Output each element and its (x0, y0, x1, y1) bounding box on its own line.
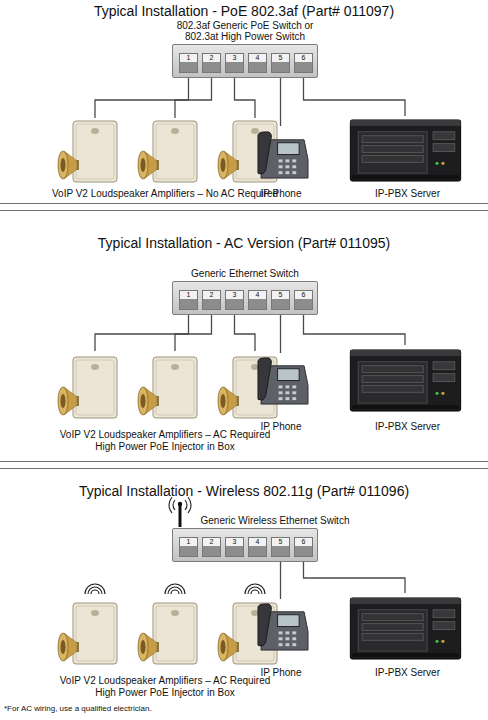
port-number: 3 (226, 538, 243, 546)
port-number: 5 (272, 54, 289, 62)
switch-label: Generic Wireless Ethernet Switch (201, 515, 350, 526)
ip-phone: IP Phone (252, 126, 310, 200)
port-number: 3 (226, 291, 243, 299)
installation-panel: Typical Installation - Wireless 802.11g … (0, 468, 488, 700)
port-number: 6 (295, 538, 312, 546)
network-cable (304, 73, 406, 116)
ip-pbx-server: IP-PBX Server (345, 345, 470, 433)
device-label: IP Phone (261, 421, 302, 433)
amplifier-picture (58, 357, 117, 418)
switch-port: 3 (225, 537, 244, 557)
ip-pbx-server: IP-PBX Server (345, 116, 470, 200)
switch-port: 2 (202, 537, 221, 557)
phone-picture (258, 604, 308, 650)
network-cable (280, 73, 281, 126)
footnote: *For AC wiring, use a qualified electric… (4, 704, 152, 714)
port-number: 5 (272, 538, 289, 546)
panel-heading: Typical Installation - AC Version (Part#… (0, 235, 488, 252)
port-number: 3 (226, 54, 243, 62)
network-cable (304, 557, 406, 593)
port-number: 2 (203, 291, 220, 299)
port-number: 2 (203, 54, 220, 62)
switch-port: 3 (225, 53, 244, 73)
amplifier-picture (138, 603, 197, 664)
port-number: 6 (295, 54, 312, 62)
port-number: 4 (249, 291, 266, 299)
amplifier-caption: VoIP V2 Loudspeaker Amplifiers – AC Requ… (53, 675, 278, 699)
network-cable (175, 310, 212, 351)
phone-picture (258, 132, 308, 178)
switch-antenna (169, 497, 191, 527)
network-cable (175, 73, 212, 118)
device-label: IP-PBX Server (375, 188, 440, 200)
switch-port: 6 (294, 290, 313, 310)
network-switch: Generic Ethernet Switch123456 (172, 281, 318, 315)
ip-pbx-server: IP-PBX Server (345, 593, 470, 679)
switch-port: 4 (248, 537, 267, 557)
network-cable (235, 73, 256, 118)
network-cable (304, 310, 406, 345)
device-label: IP Phone (261, 188, 302, 200)
server-picture (350, 350, 460, 411)
port-number: 6 (295, 291, 312, 299)
switch-port: 6 (294, 53, 313, 73)
port-number: 4 (249, 538, 266, 546)
switch-port: 1 (179, 53, 198, 73)
amplifier-picture (138, 121, 197, 182)
port-number: 5 (272, 291, 289, 299)
amplifier-group: VoIP V2 Loudspeaker Amplifiers – AC Requ… (35, 351, 295, 453)
switch-label: Generic Ethernet Switch (191, 268, 299, 279)
amplifier-caption: VoIP V2 Loudspeaker Amplifiers – AC Requ… (53, 429, 278, 453)
network-cable (280, 557, 281, 599)
label-holder: *For AC wiring, use a qualified electric… (4, 704, 152, 714)
phone-picture (258, 358, 308, 404)
wifi-symbol (85, 584, 105, 594)
network-switch: 802.3af Generic PoE Switch or 802.3at Hi… (172, 44, 318, 78)
ip-phone: IP Phone (252, 599, 310, 679)
port-number: 2 (203, 538, 220, 546)
switch-port: 2 (202, 290, 221, 310)
switch-label: 802.3af Generic PoE Switch or 802.3at Hi… (165, 20, 325, 42)
switch-port: 5 (271, 290, 290, 310)
port-number: 1 (180, 291, 197, 299)
installation-panel: Typical Installation - PoE 802.3af (Part… (0, 0, 488, 204)
server-picture (350, 120, 460, 181)
wifi-symbol (165, 584, 185, 594)
amplifier-group: VoIP V2 Loudspeaker Amplifiers – No AC R… (35, 118, 295, 200)
switch-port: 5 (271, 53, 290, 73)
amplifier-picture (138, 357, 197, 418)
switch-port: 2 (202, 53, 221, 73)
network-cable (280, 310, 281, 353)
network-cable (235, 310, 256, 351)
amplifier-group: VoIP V2 Loudspeaker Amplifiers – AC Requ… (35, 599, 295, 699)
amplifier-picture (58, 121, 117, 182)
switch-port: 3 (225, 290, 244, 310)
switch-port: 6 (294, 537, 313, 557)
amplifier-picture (58, 603, 117, 664)
switch-port: 1 (179, 290, 198, 310)
device-label: IP-PBX Server (375, 421, 440, 433)
panel-heading: Typical Installation - PoE 802.3af (Part… (0, 3, 488, 20)
wifi-symbol (245, 584, 265, 594)
port-number: 1 (180, 538, 197, 546)
port-number: 1 (180, 54, 197, 62)
network-switch: Generic Wireless Ethernet Switch123456 (172, 528, 318, 562)
amplifier-caption: VoIP V2 Loudspeaker Amplifiers – No AC R… (52, 188, 278, 200)
panel-heading: Typical Installation - Wireless 802.11g … (0, 483, 488, 500)
server-picture (350, 598, 460, 659)
switch-port: 4 (248, 290, 267, 310)
port-number: 4 (249, 54, 266, 62)
switch-port: 1 (179, 537, 198, 557)
device-label: IP Phone (261, 667, 302, 679)
installation-panel: Typical Installation - AC Version (Part#… (0, 210, 488, 462)
switch-port: 5 (271, 537, 290, 557)
device-label: IP-PBX Server (375, 667, 440, 679)
switch-port: 4 (248, 53, 267, 73)
ip-phone: IP Phone (252, 353, 310, 433)
